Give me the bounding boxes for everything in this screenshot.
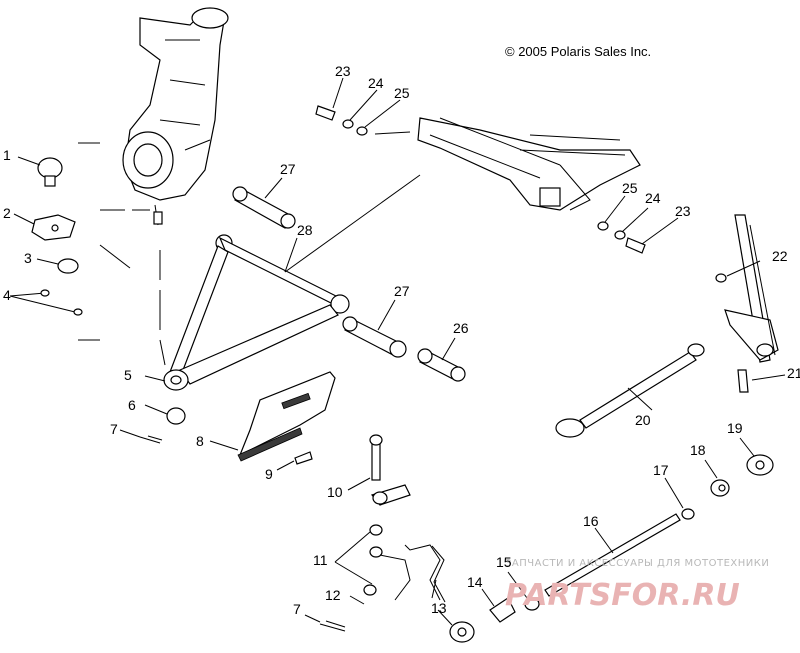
plate-part xyxy=(13,213,76,241)
copyright-text: © 2005 Polaris Sales Inc. xyxy=(505,44,651,59)
part-label-5: 5 xyxy=(124,367,132,383)
part-label-26: 26 xyxy=(453,320,469,336)
bushing-lower-part xyxy=(342,299,407,358)
pin-part xyxy=(9,289,83,316)
part-label-27b: 27 xyxy=(394,283,410,299)
part-label-14: 14 xyxy=(467,574,483,590)
reference-lines-left xyxy=(78,142,166,366)
part-label-21: 21 xyxy=(787,365,800,381)
part-label-16: 16 xyxy=(583,513,599,529)
part-label-27a: 27 xyxy=(280,161,296,177)
part-label-17: 17 xyxy=(653,462,669,478)
part-label-9: 9 xyxy=(265,466,273,482)
fastener-set-top xyxy=(315,77,411,136)
a-arm-drawing xyxy=(144,234,350,391)
frame-rail-drawing xyxy=(417,117,641,211)
part-label-2: 2 xyxy=(3,205,11,221)
part-label-6: 6 xyxy=(128,397,136,413)
part-label-18: 18 xyxy=(690,442,706,458)
bolt-part-9 xyxy=(276,451,313,471)
part-label-10: 10 xyxy=(327,484,343,500)
part-label-23b: 23 xyxy=(675,203,691,219)
part-label-25a: 25 xyxy=(394,85,410,101)
bushing-upper-part xyxy=(232,177,296,229)
part-labels: 1 2 3 4 5 6 7 8 9 10 11 12 13 14 15 16 1… xyxy=(3,63,800,617)
arm-center-line xyxy=(284,174,421,273)
part-label-13: 13 xyxy=(431,600,447,616)
part-label-7a: 7 xyxy=(110,421,118,437)
watermark-logo: PARTSFOR.RU xyxy=(505,578,740,613)
part-label-28: 28 xyxy=(297,222,313,238)
cap-part xyxy=(36,258,79,274)
part-label-22: 22 xyxy=(772,248,788,264)
part-label-11: 11 xyxy=(313,552,328,568)
clip-parts xyxy=(334,524,446,605)
bolt-part-10 xyxy=(347,434,411,506)
part-label-24b: 24 xyxy=(645,190,661,206)
part-label-25b: 25 xyxy=(622,180,638,196)
steering-knuckle-drawing xyxy=(122,7,229,226)
part-label-24a: 24 xyxy=(368,75,384,91)
sleeve-part xyxy=(417,337,466,382)
part-label-23a: 23 xyxy=(335,63,351,79)
skid-plate-part xyxy=(209,371,336,462)
nut-part xyxy=(144,404,186,425)
fastener-set-right xyxy=(597,195,679,254)
cotter-pin-part-upper xyxy=(119,429,163,444)
rod-end-parts xyxy=(437,571,540,643)
part-label-1: 1 xyxy=(3,147,11,163)
part-label-8: 8 xyxy=(196,433,204,449)
cotter-pin-part-lower xyxy=(304,614,346,632)
tie-rod-part xyxy=(555,343,705,438)
part-label-19: 19 xyxy=(727,420,743,436)
part-label-3: 3 xyxy=(24,250,32,266)
part-label-15: 15 xyxy=(496,554,512,570)
part-label-20: 20 xyxy=(635,412,651,428)
part-label-7b: 7 xyxy=(293,601,301,617)
arm-label-leader xyxy=(284,237,298,273)
steering-rod-part xyxy=(544,513,681,597)
spindle-assembly-right xyxy=(715,214,786,393)
part-label-12: 12 xyxy=(325,587,341,603)
tie-rod-end-parts xyxy=(664,437,774,520)
part-label-4: 4 xyxy=(3,287,11,303)
ball-joint-part xyxy=(17,156,63,187)
watermark-small-text: ЗАПЧАСТИ И АКСЕССУАРЫ ДЛЯ МОТОТЕХНИКИ xyxy=(505,558,769,569)
